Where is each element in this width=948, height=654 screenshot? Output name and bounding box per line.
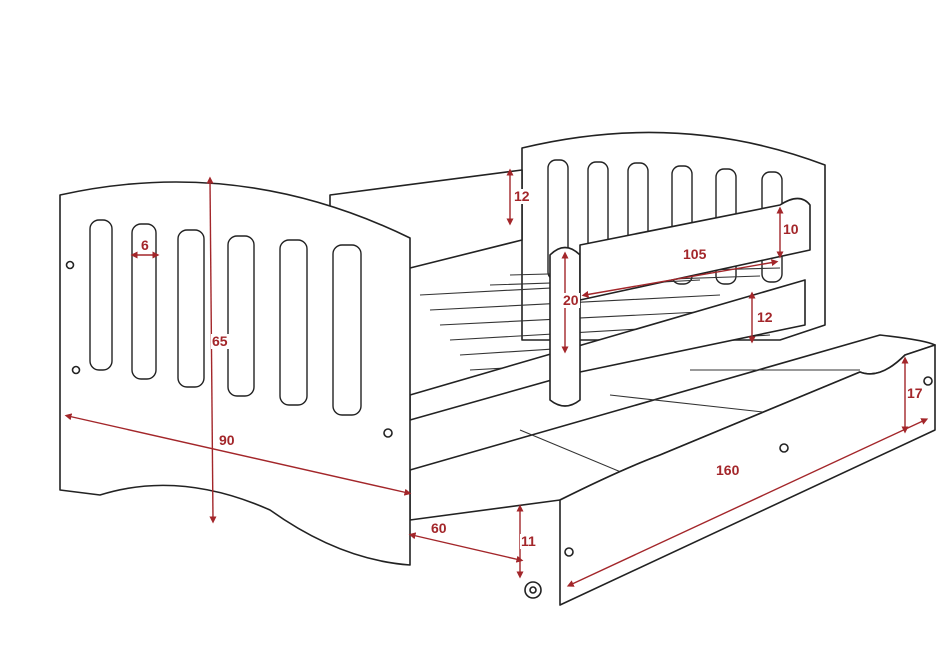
label-guard-rail-length: 105	[682, 246, 708, 262]
label-guard-rail-height: 10	[782, 221, 800, 237]
label-bed-width: 90	[218, 432, 236, 448]
dimension-lines	[64, 168, 929, 587]
label-side-rail-height: 12	[756, 309, 774, 325]
label-drawer-length: 160	[715, 462, 741, 478]
label-back-rail-height: 12	[513, 188, 531, 204]
label-floor-clearance: 11	[520, 533, 537, 549]
label-slot-width: 6	[140, 237, 150, 253]
head-board	[59, 181, 411, 566]
label-headboard-height: 65	[211, 333, 229, 349]
label-guard-height: 20	[562, 292, 580, 308]
label-drawer-depth: 60	[430, 520, 448, 536]
label-drawer-height: 17	[906, 385, 924, 401]
